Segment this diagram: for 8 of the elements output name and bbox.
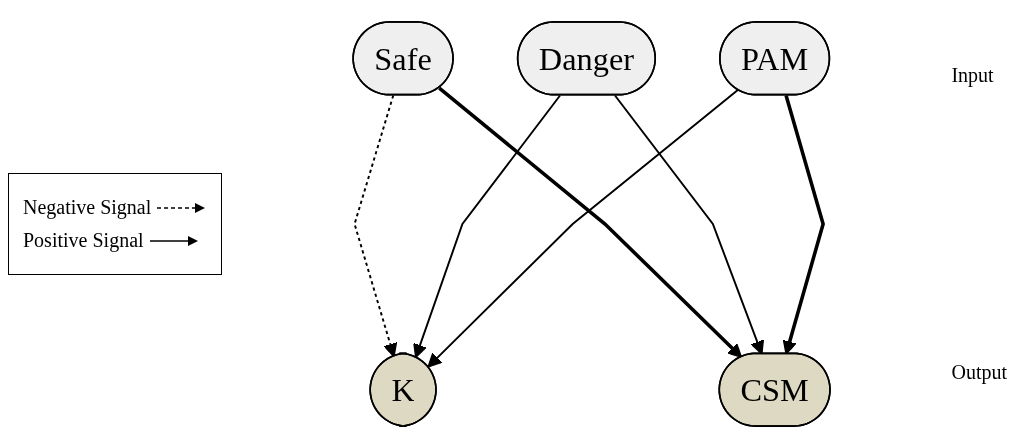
arrow (783, 95, 826, 355)
level-label: Input (951, 64, 995, 87)
legend-text: Negative Signal (23, 196, 152, 219)
arrow (413, 94, 562, 359)
arrow (614, 94, 765, 355)
level-label: Output (951, 361, 1007, 384)
legend-text: Positive Signal (23, 229, 144, 252)
arrow (353, 94, 398, 358)
